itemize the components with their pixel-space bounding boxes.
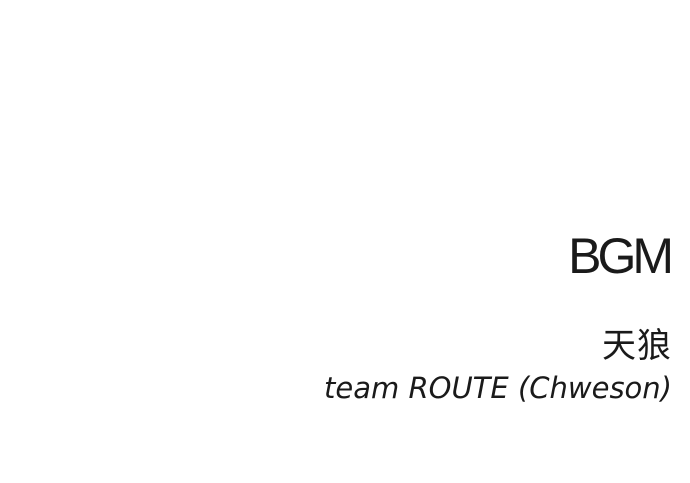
artist-name: 天狼 xyxy=(602,326,672,366)
team-credit: team ROUTE (Chweson) xyxy=(324,371,672,405)
bgm-credits: BGM 天狼 team ROUTE (Chweson) xyxy=(324,226,674,408)
bgm-heading: BGM xyxy=(568,228,674,284)
